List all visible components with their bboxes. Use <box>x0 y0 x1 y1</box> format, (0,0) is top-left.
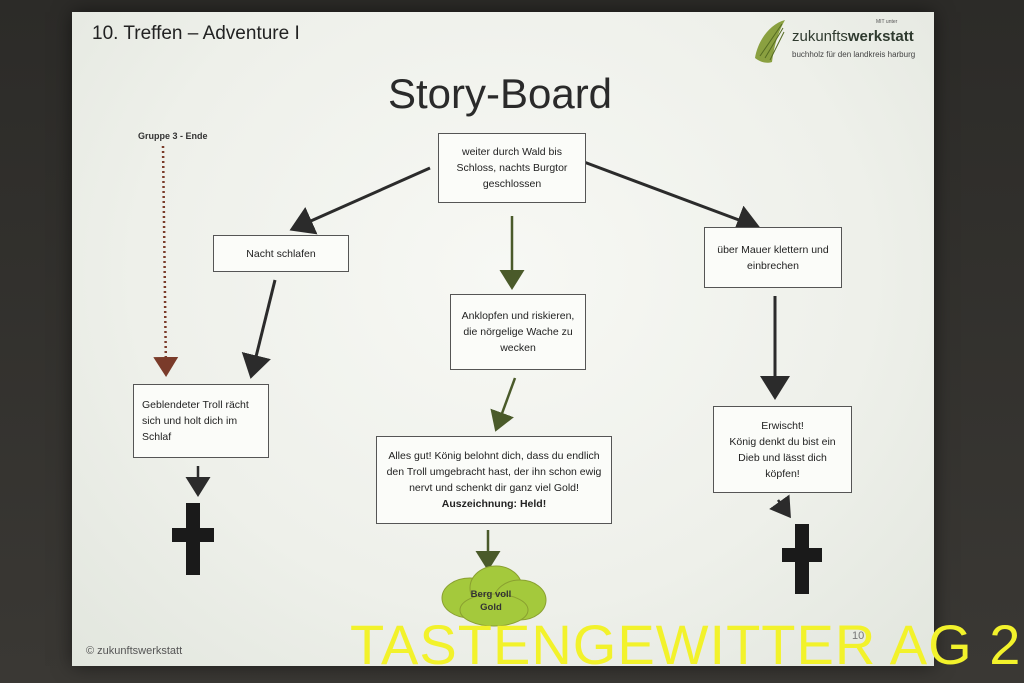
group-label: Gruppe 3 - Ende <box>138 131 208 141</box>
logo-top-text: MIT unter <box>876 19 898 25</box>
logo-name-light: zukunfts <box>792 28 848 45</box>
page-number: 10 <box>852 630 865 642</box>
box-troll-line-3: Schlaf <box>142 431 172 443</box>
cross-icon-right <box>782 524 822 594</box>
slide-title: 10. Treffen – Adventure I <box>92 23 300 44</box>
butterfly-logo-lines <box>759 23 785 61</box>
box-start-line-1: weiter durch Wald bis <box>462 146 562 158</box>
box-caught: Erwischt! König denkt du bist ein Dieb u… <box>713 406 852 493</box>
arrow-knock-to-good <box>490 377 517 432</box>
box-troll: Geblendeter Troll rächt sich und holt di… <box>133 384 269 458</box>
box-start: weiter durch Wald bis Schloss, nachts Bu… <box>438 133 586 203</box>
box-climb-line-1: über Mauer klettern und <box>717 243 829 256</box>
box-good-line-2: den Troll umgebracht hast, der ihn schon… <box>386 466 602 478</box>
cloud-label-line-2: Gold <box>480 602 502 613</box>
box-good-award: Auszeichnung: Held! <box>441 498 547 510</box>
box-good-line-1: Alles gut! König belohnt dich, dass du e… <box>388 450 600 462</box>
box-knock-line-1: Anklopfen und riskieren, <box>461 310 575 322</box>
box-sleep: Nacht schlafen <box>213 235 349 272</box>
cross-icon-left <box>172 503 214 575</box>
cloud-shape <box>441 565 547 627</box>
watermark: TASTENGEWITTER AG 2 <box>350 613 1022 676</box>
box-caught-line-3: Dieb und lässt dich <box>738 451 827 464</box>
box-climb: über Mauer klettern und einbrechen <box>704 227 842 288</box>
logo-subtitle: buchholz für den landkreis harburg <box>792 50 916 59</box>
box-troll-line-2: sich und holt dich im <box>142 415 238 427</box>
arrow-sleep-to-troll <box>241 279 277 379</box>
box-sleep-line-1: Nacht schlafen <box>246 247 316 260</box>
arrow-start-to-climb <box>583 160 761 234</box>
box-good-line-3: nervt und schenkt dir ganz viel Gold! <box>409 482 579 494</box>
box-knock: Anklopfen und riskieren, die nörgelige W… <box>450 294 586 370</box>
page-title: Story-Board <box>387 70 613 117</box>
box-caught-line-2: König denkt du bist ein <box>729 435 836 448</box>
box-climb-line-2: einbrechen <box>747 259 799 272</box>
box-start-line-3: geschlossen <box>482 178 542 190</box>
copyright-text: © zukunftswerkstatt <box>86 645 183 657</box>
arrow-caught-to-cross <box>769 494 791 519</box>
box-caught-line-4: köpfen! <box>765 467 800 480</box>
cloud-label: Berg voll Gold <box>450 588 532 614</box>
box-good-ending: Alles gut! König belohnt dich, dass du e… <box>376 436 612 524</box>
cloud-label-line-1: Berg voll <box>470 589 512 600</box>
logo-name: zukunftswerkstatt <box>792 28 914 45</box>
box-troll-line-1: Geblendeter Troll rächt <box>142 399 249 411</box>
box-caught-line-1: Erwischt! <box>761 419 804 432</box>
box-start-line-2: Schloss, nachts Burgtor <box>456 162 568 174</box>
logo-name-bold: werkstatt <box>847 28 914 45</box>
arrow-group-dotted <box>153 145 179 377</box>
arrow-start-to-sleep <box>289 166 431 235</box>
box-knock-line-2: die nörgelige Wache zu <box>463 326 573 338</box>
box-knock-line-3: wecken <box>500 342 536 354</box>
